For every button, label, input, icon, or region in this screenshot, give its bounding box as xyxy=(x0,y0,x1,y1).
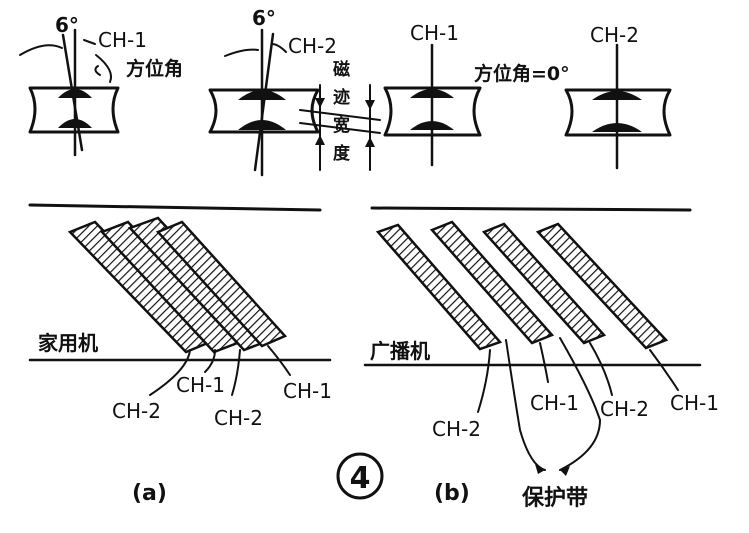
ch2-label-d: CH-2 xyxy=(590,23,639,47)
ch1-outer-label: CH-1 xyxy=(283,379,332,403)
ch1-right-label: CH-1 xyxy=(670,391,719,415)
tape-edge-top-a xyxy=(28,203,322,212)
home-vcr-label: 家用机 xyxy=(38,331,98,355)
caption-a: (a) xyxy=(132,481,167,506)
head-d-zero-azimuth xyxy=(564,43,672,170)
track-width-indicator xyxy=(315,84,375,171)
guard-band-label: 保护带 xyxy=(521,486,588,511)
ch2-label-b-bottom: CH-2 xyxy=(432,417,481,441)
angle-label-a: 6° xyxy=(55,13,79,37)
ch2-label-b: CH-2 xyxy=(288,34,337,58)
track-b-1 xyxy=(375,223,503,351)
broadcast-vtr-label: 广播机 xyxy=(370,339,430,363)
track-width-char-4: 度 xyxy=(333,143,351,164)
ch1-label-a: CH-1 xyxy=(98,28,147,52)
head-b-azimuth xyxy=(208,28,381,177)
track-width-char-1: 磁 xyxy=(333,59,350,80)
ch2-left-label: CH-2 xyxy=(112,399,161,423)
ch2-mid-label: CH-2 xyxy=(600,397,649,421)
track-b-2 xyxy=(429,220,555,345)
angle-label-b: 6° xyxy=(252,6,276,30)
track-width-char-2: 迹 xyxy=(333,87,350,108)
tracks-home-vcr xyxy=(67,216,291,396)
figure-number: 4 xyxy=(350,461,371,496)
track-width-char-3: 宽 xyxy=(333,115,350,136)
azimuth-label: 方位角 xyxy=(126,57,183,80)
track-b-4 xyxy=(535,222,669,350)
azimuth-zero-label: 方位角=0° xyxy=(474,62,570,85)
track-b-3 xyxy=(481,222,607,345)
head-a-azimuth xyxy=(19,28,120,157)
tracks-broadcast-vtr xyxy=(375,220,679,476)
figure-number-badge: 4 xyxy=(336,452,384,500)
ch1-inner-label: CH-1 xyxy=(176,373,225,397)
head-c-zero-azimuth xyxy=(383,43,482,167)
ch1-label-b-bottom: CH-1 xyxy=(530,391,579,415)
caption-b: (b) xyxy=(434,481,470,506)
track-a-4 xyxy=(155,220,288,348)
ch2-right-label: CH-2 xyxy=(214,406,263,430)
tape-edge-top-b xyxy=(370,206,692,212)
ch1-label-c: CH-1 xyxy=(410,21,459,45)
